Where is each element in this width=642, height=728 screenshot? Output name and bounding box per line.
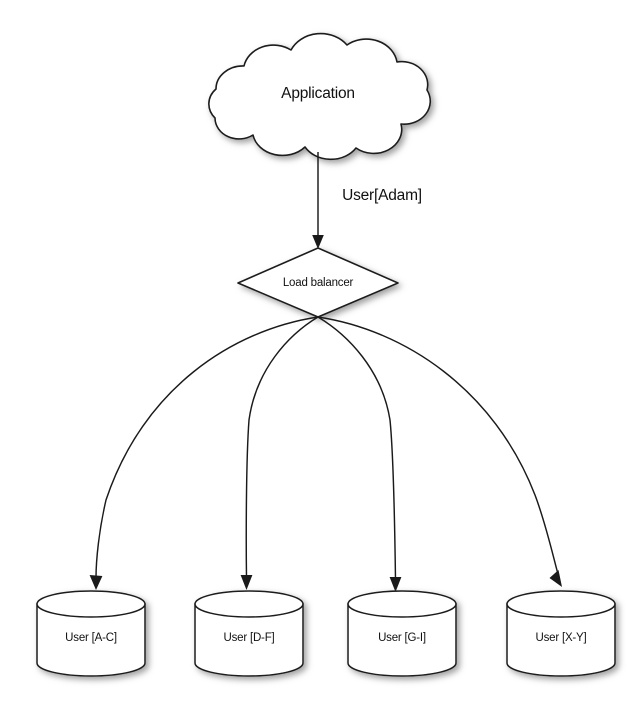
edge-balancer-to-db-g-i-line bbox=[317, 316, 402, 592]
db-x-y-node[interactable] bbox=[507, 591, 615, 676]
application-cloud-shape[interactable] bbox=[208, 32, 432, 161]
db-g-i-node[interactable] bbox=[348, 591, 456, 676]
db-a-c-shape[interactable] bbox=[36, 590, 146, 677]
db-d-f-shape[interactable] bbox=[194, 590, 304, 677]
application-cloud-node[interactable] bbox=[200, 43, 432, 152]
db-a-c-node[interactable] bbox=[37, 591, 145, 676]
edge-balancer-to-db-x-y-line bbox=[317, 316, 562, 587]
db-d-f-node[interactable] bbox=[195, 591, 303, 676]
load-balancer-node[interactable] bbox=[238, 248, 398, 317]
edge-app-to-balancer-line bbox=[312, 152, 324, 249]
edge-balancer-to-db-d-f-line bbox=[240, 316, 319, 590]
edge-balancer-to-db-a-c-line bbox=[89, 316, 319, 590]
db-x-y-shape[interactable] bbox=[506, 590, 616, 677]
db-g-i-shape[interactable] bbox=[347, 590, 457, 677]
